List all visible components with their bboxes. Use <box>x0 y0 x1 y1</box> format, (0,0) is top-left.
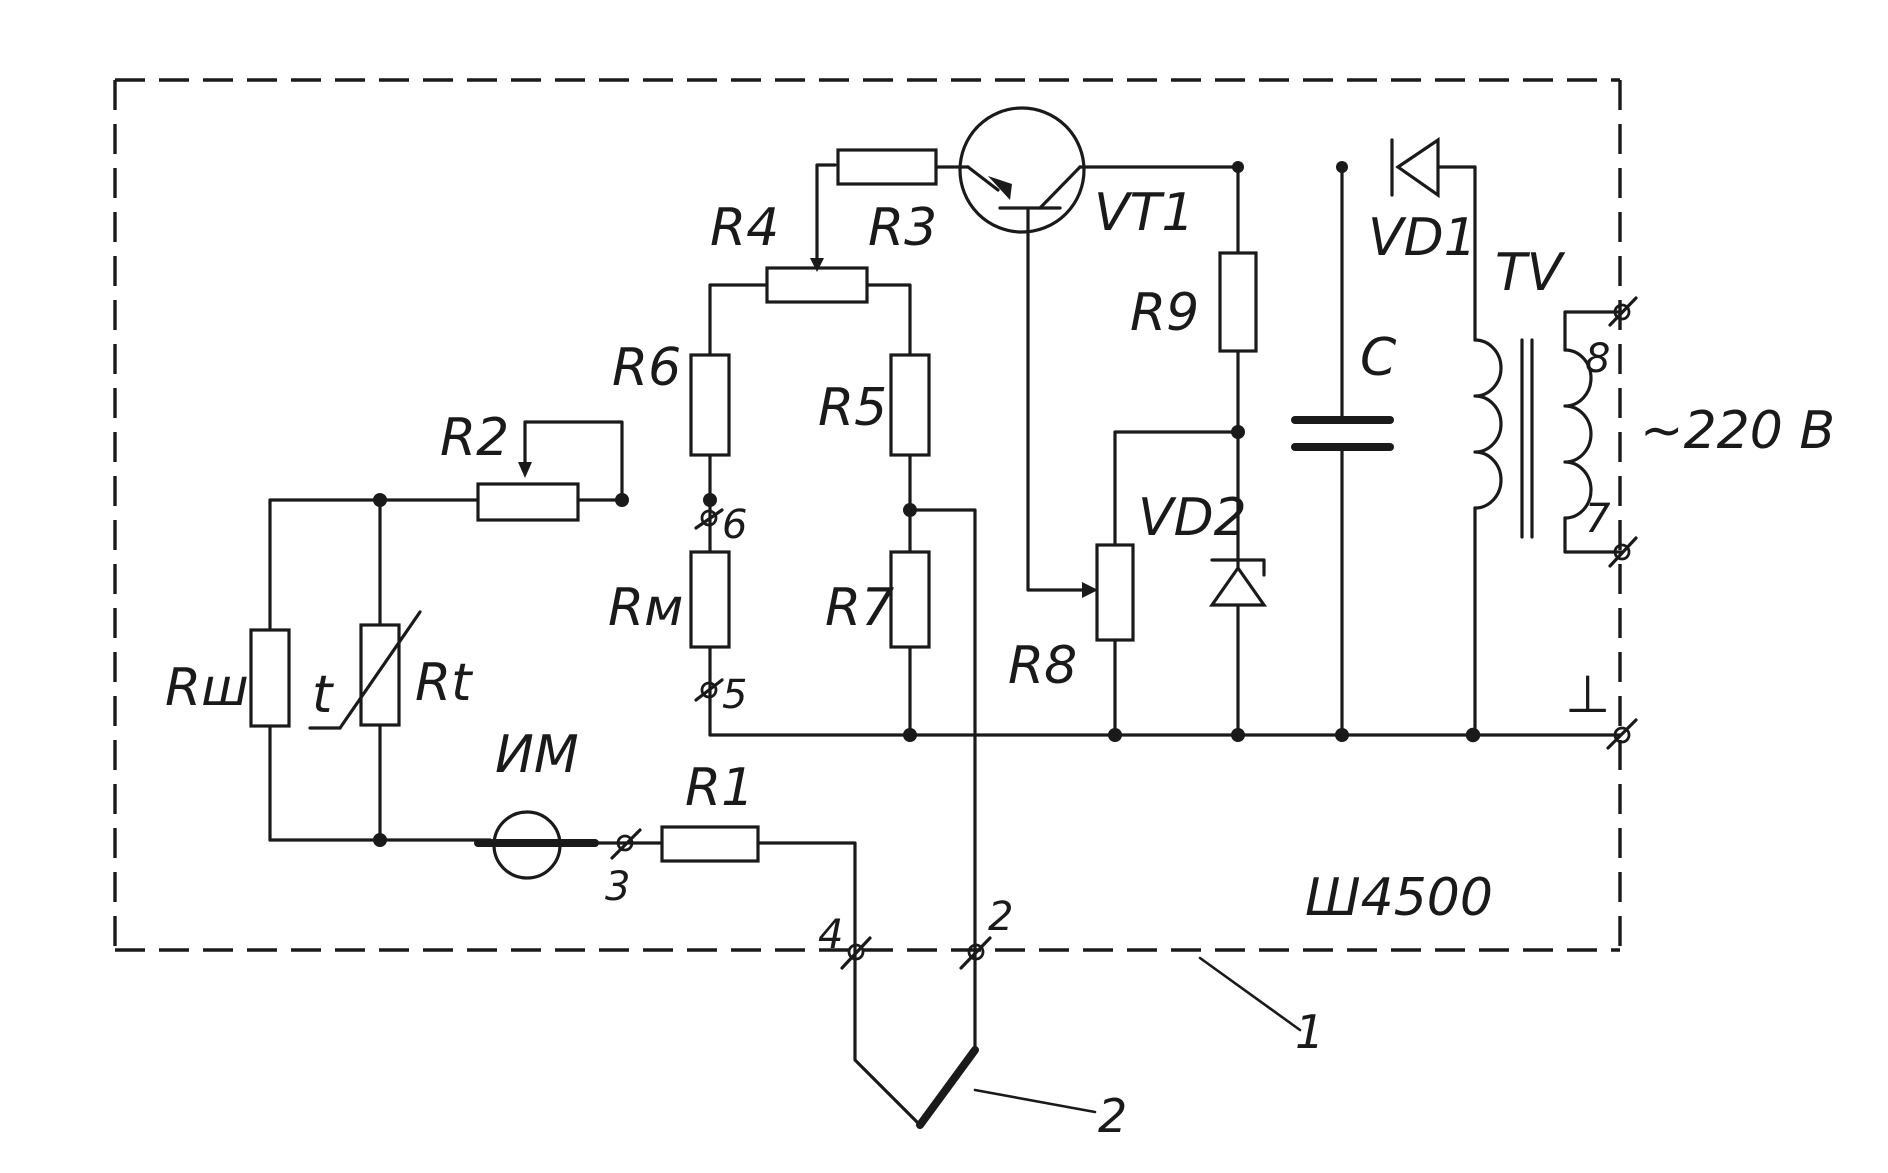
terminal-ground-mark <box>1606 718 1638 750</box>
label-r3: R3 <box>868 198 937 258</box>
label-rt: Rt <box>415 653 473 713</box>
label-supply: ~220 В <box>1640 401 1835 461</box>
resistor-r6 <box>689 353 731 457</box>
terminal-numbers: 6 5 3 4 2 8 7 <box>605 336 1611 958</box>
label-rm: Rм <box>608 578 683 638</box>
transformer-tv <box>1473 165 1624 737</box>
terminal-2-label: 2 <box>988 894 1013 940</box>
label-c: C <box>1360 328 1397 388</box>
terminal-5-label: 5 <box>722 672 747 718</box>
label-r2: R2 <box>440 408 509 468</box>
resistor-r8 <box>1095 430 1240 737</box>
resistor-r3 <box>836 148 938 186</box>
label-tv: TV <box>1495 243 1566 303</box>
label-vd1: VD1 <box>1368 208 1477 268</box>
label-r1: R1 <box>685 758 754 818</box>
terminal-2-mark <box>959 936 992 970</box>
terminal-marks <box>610 296 1638 970</box>
shunt-and-thermistor <box>249 493 622 847</box>
resistor-r9 <box>1218 251 1258 353</box>
terminal-3-label: 3 <box>605 864 630 910</box>
common-bus <box>708 727 1622 743</box>
capacitor-c <box>1291 161 1394 737</box>
callout-1-label: 1 <box>1295 1005 1324 1059</box>
label-r4: R4 <box>710 198 779 258</box>
terminal-6-label: 6 <box>722 502 747 548</box>
resistor-r5 <box>889 353 931 457</box>
label-r8: R8 <box>1008 636 1077 696</box>
label-device: Ш4500 <box>1305 868 1493 928</box>
zener-diode-vd2 <box>1208 558 1268 607</box>
thermistor-rt <box>359 623 401 727</box>
bridge-circuit <box>689 148 977 952</box>
terminal-4-mark <box>840 936 872 970</box>
diode-vd1 <box>1390 136 1477 199</box>
callout-numbers: 1 2 <box>1098 1005 1324 1143</box>
terminal-7-mark <box>1608 536 1638 568</box>
terminal-7-label: 7 <box>1585 496 1611 542</box>
resistor-r7 <box>889 550 931 649</box>
label-r7: R7 <box>825 578 894 638</box>
callout-2-label: 2 <box>1098 1089 1127 1143</box>
device-enclosure <box>113 78 1622 952</box>
thermocouple <box>853 948 979 1129</box>
label-r5: R5 <box>818 378 887 438</box>
label-r6: R6 <box>612 338 681 398</box>
label-ground: ⊥ <box>1565 665 1610 725</box>
resistor-r4 <box>765 266 869 304</box>
terminal-8-mark <box>1608 296 1638 327</box>
indicator-and-r1 <box>474 810 857 952</box>
resistor-r1 <box>660 825 760 863</box>
label-vd2: VD2 <box>1138 488 1247 548</box>
label-vt1: VT1 <box>1094 183 1194 243</box>
resistor-r9-and-zener-vd2 <box>1208 161 1268 737</box>
resistor-rsh <box>249 628 291 728</box>
terminal-4-label: 4 <box>818 912 843 958</box>
terminal-6-mark <box>694 508 724 530</box>
terminal-8-label: 8 <box>1585 336 1610 382</box>
resistor-rm <box>689 550 731 649</box>
resistor-r2 <box>476 420 629 522</box>
label-rt-t: t <box>312 665 334 725</box>
transistor-vt1 <box>958 106 1242 598</box>
terminal-5-mark <box>694 678 724 702</box>
label-rsh: Rш <box>165 658 249 718</box>
callout-leaders <box>973 956 1302 1114</box>
thermistor-slash <box>338 610 422 730</box>
label-im: ИМ <box>495 725 579 785</box>
component-labels: R4 R3 VT1 VD1 TV R9 C R6 R5 R2 VD2 Rм R7… <box>165 183 1835 928</box>
label-r9: R9 <box>1130 283 1199 343</box>
terminal-3-mark <box>610 828 642 860</box>
